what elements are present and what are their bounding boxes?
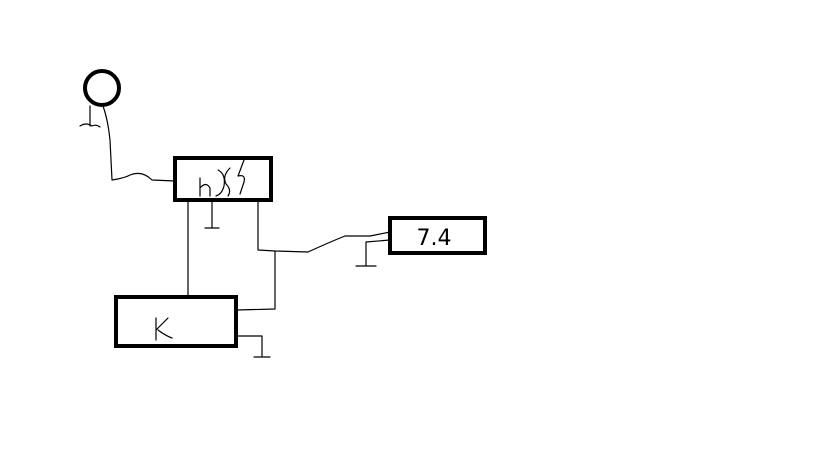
ground-symbol-block-c xyxy=(236,335,271,358)
block-a-box xyxy=(173,156,273,202)
block-b-box xyxy=(388,216,487,255)
block-c-box xyxy=(114,295,238,348)
block-a-handwritten-glyphs xyxy=(199,159,245,197)
block-c-handwritten-glyph xyxy=(155,317,173,341)
wire-block-a-to-block-b xyxy=(257,199,391,253)
block-b-label: 7.4 xyxy=(417,226,452,251)
ground-symbol-block-a xyxy=(204,199,220,229)
wire-branch-to-block-c xyxy=(236,250,276,311)
ground-symbol-source xyxy=(79,105,101,128)
source-circle xyxy=(83,69,121,107)
ground-symbol-block-b xyxy=(355,239,391,267)
wire-source-to-block-a xyxy=(102,105,176,182)
